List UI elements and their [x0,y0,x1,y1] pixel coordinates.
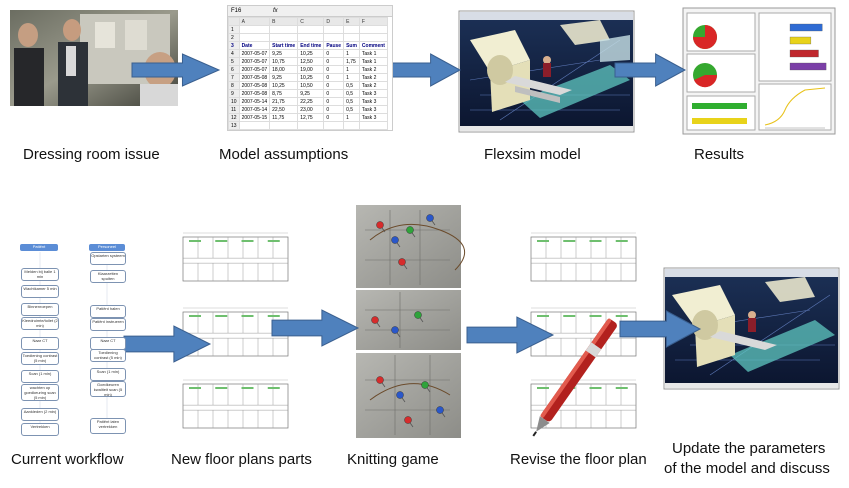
workflow-step-patient: Naar CT [21,337,59,350]
workflow-step-patient: Scan (1 min) [21,370,59,383]
caption-current-workflow: Current workflow [11,451,124,468]
knitting-game-photos [356,205,465,438]
dressing-room-photo [10,10,178,106]
workflow-step-patient: Vertrekken [21,423,59,436]
arrow-revise-to-update [619,310,702,348]
workflow-step-staff: Toediening contrast (5 min) [90,349,126,362]
workflow-step-staff: Opstarten systeem [90,252,126,265]
workflow-step-staff: Scan (1 min) [90,368,126,381]
caption-model-assumptions: Model assumptions [219,146,349,163]
floor-plan [530,236,637,282]
workflow-step-patient: Binnenroepen [21,303,59,316]
lane-header-staff: Personeel [89,244,125,251]
occupancy-bar [789,36,812,45]
caption-discuss: of the model and discuss [664,460,830,477]
arrow-floorplans-to-knitting [271,309,360,347]
workflow-step-staff: Goedkeuren kwaliteit scan (5 min) [90,381,126,397]
occupancy-bar [789,62,827,71]
caption-results: Results [694,146,745,163]
cell-reference[interactable]: F16 [231,8,242,14]
arrow-dressing-to-assumptions [131,53,221,87]
occupancy-bar [789,23,823,32]
floor-plan [182,236,289,282]
formula-icon[interactable]: fx [273,8,278,14]
caption-revise-floor-plan: Revise the floor plan [510,451,647,468]
workflow-step-patient: Wachtkamer 5 min [21,285,59,298]
workflow-step-staff: Patiënt instrueren [90,318,126,331]
workflow-step-patient: Kleedruimte/toilet (2 min) [21,317,59,330]
caption-dressing-room-issue: Dressing room issue [23,146,160,163]
workflow-step-patient: Toediening contrast (5 min) [21,352,59,365]
caption-update-parameters: Update the parameters [672,440,826,457]
results-occupancy-bars [789,23,827,71]
workflow-step-staff: Patiënt laten vertrekken [90,418,126,434]
arrow-flexsim-to-results [614,53,687,87]
workflow-step-patient: Melden bij balie 1 min [21,268,59,281]
arrow-knitting-to-revise [466,316,555,354]
caption-new-floor-plans-parts: New floor plans parts [171,451,312,468]
flexsim-model-view [458,10,635,133]
workflow-step-patient: Aankleden (2 min) [21,408,59,421]
floor-plan [182,383,289,429]
floor-plans-group [182,232,289,429]
arrow-workflow-to-floorplans [123,325,212,363]
caption-flexsim-model: Flexsim model [484,146,581,163]
arrow-assumptions-to-flexsim [389,53,462,87]
caption-knitting-game: Knitting game [347,451,439,468]
pen-icon [532,318,617,437]
workflow-step-patient: wachten op goedkeuring scan (5 min) [21,384,59,401]
arrow-layer [123,53,702,363]
lane-header-patient: Patiënt [20,244,58,251]
workflow-step-staff: Klaarzetten spuiten [90,270,126,283]
pushpin-icon [371,214,446,428]
workflow-step-staff: Patiënt halen [90,305,126,318]
occupancy-bar [789,49,819,58]
